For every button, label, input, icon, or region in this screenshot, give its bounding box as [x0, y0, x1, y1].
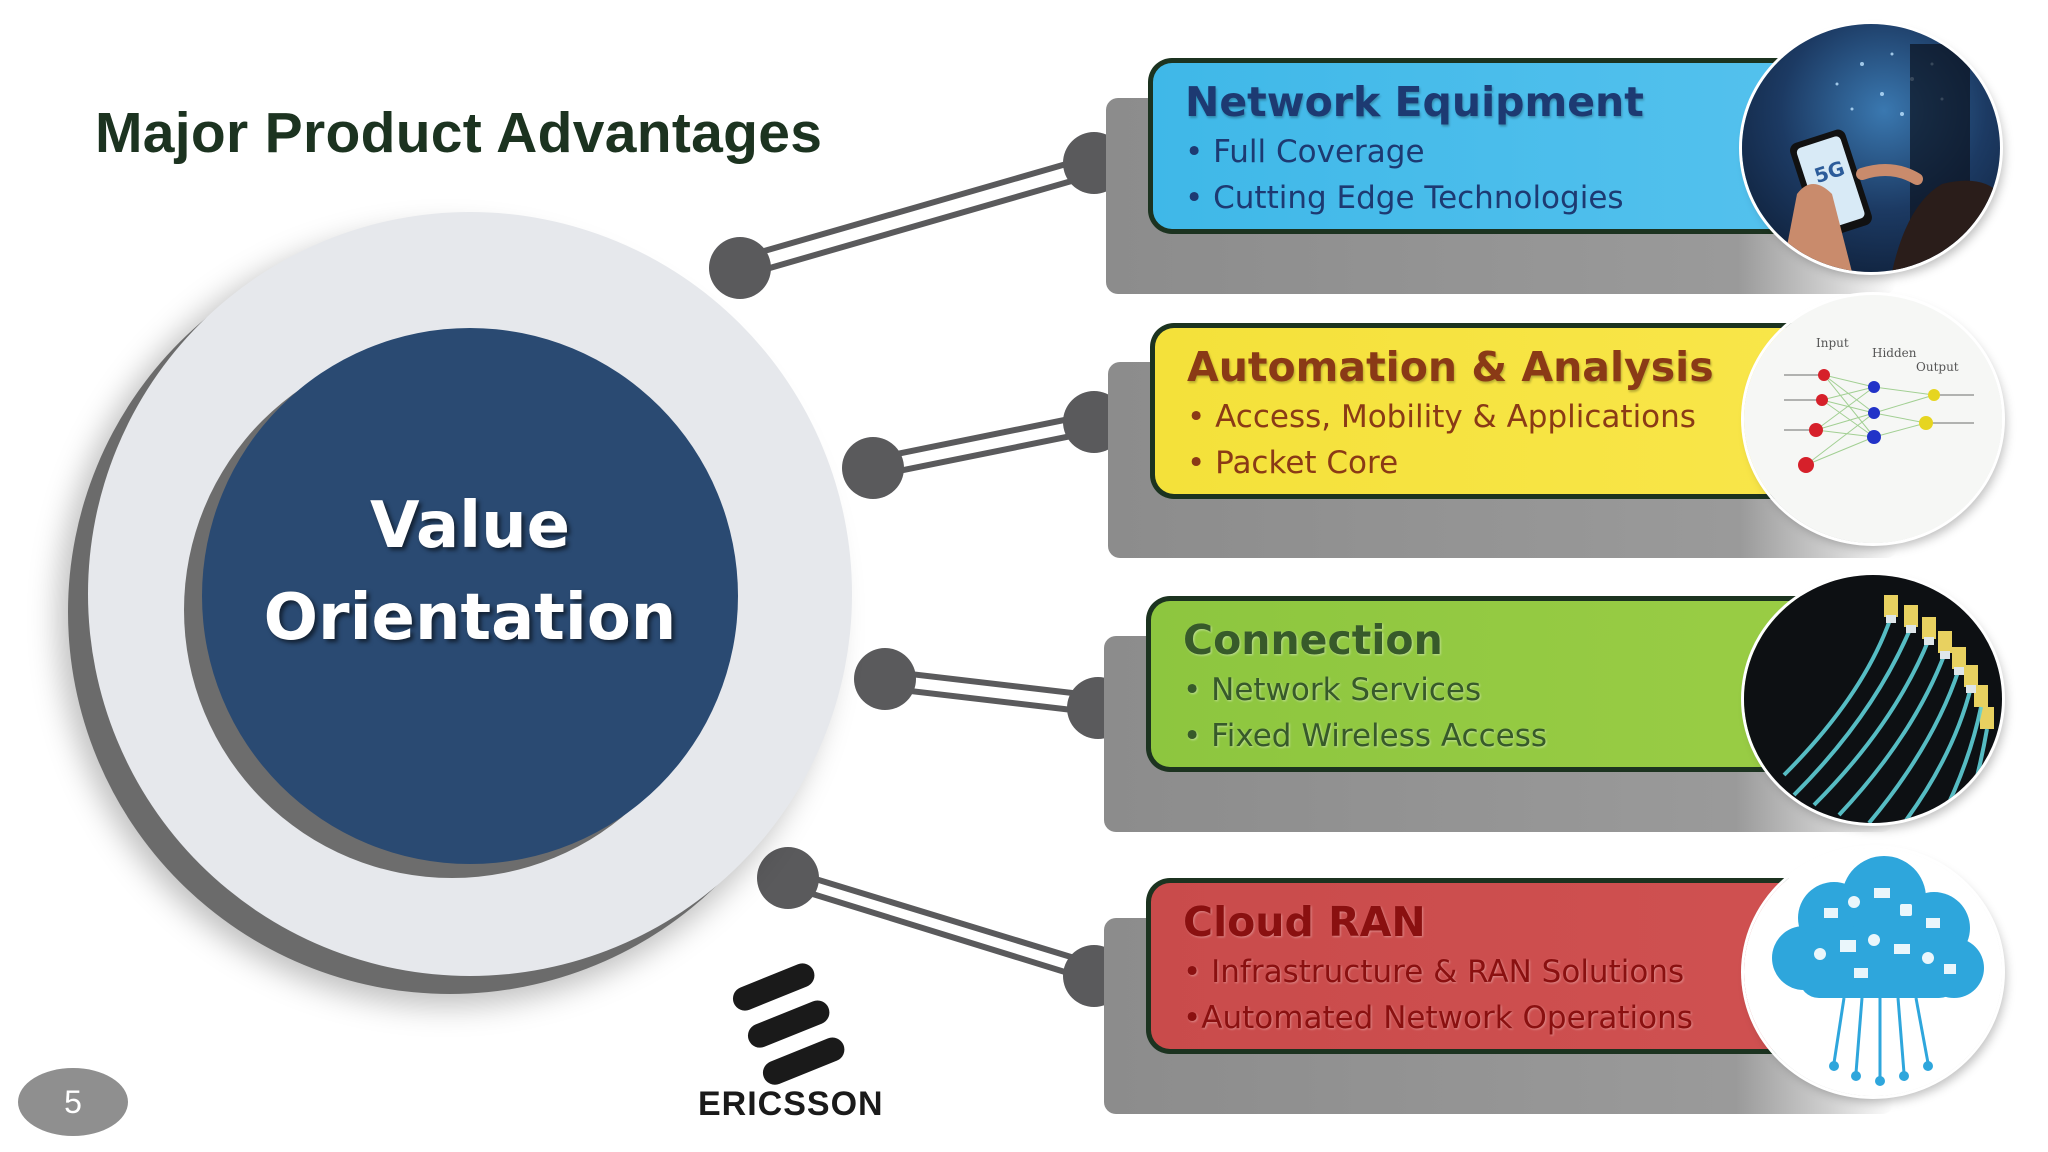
- panel-bullet: • Cutting Edge Technologies: [1185, 180, 1624, 216]
- panel-bullet: • Fixed Wireless Access: [1183, 718, 1548, 754]
- panel-title: Automation & Analysis: [1187, 343, 1714, 391]
- value-orientation-circle: [202, 328, 738, 864]
- panel-network-equipment: Network Equipment • Full Coverage • Cutt…: [1148, 58, 1836, 234]
- value-line-2: Orientation: [263, 581, 677, 655]
- panel-bullet: • Infrastructure & RAN Solutions: [1183, 954, 1685, 990]
- value-line-1: Value: [369, 489, 571, 563]
- ericsson-wordmark: ERICSSON: [698, 1085, 884, 1123]
- panel-automation-analysis: Automation & Analysis • Access, Mobility…: [1150, 323, 1838, 499]
- panel-bullet: • Packet Core: [1187, 445, 1399, 481]
- nn-label: Output: [1916, 360, 1959, 374]
- panel-cloud-ran: Cloud RAN • Infrastructure & RAN Solutio…: [1146, 878, 1834, 1054]
- connector-2: [842, 391, 1125, 499]
- nn-label: Input: [1816, 336, 1849, 350]
- panel-bullet: • Network Services: [1183, 672, 1482, 708]
- connector-1: [709, 132, 1125, 299]
- nn-label: Hidden: [1872, 346, 1917, 360]
- ericsson-logo-icon: [732, 963, 845, 1085]
- panel-bullet: •Automated Network Operations: [1183, 1000, 1693, 1036]
- panel-bullet: • Full Coverage: [1185, 134, 1425, 170]
- panel-title: Connection: [1183, 616, 1443, 664]
- connector-3: [854, 648, 1129, 739]
- panel-title: Cloud RAN: [1183, 898, 1426, 946]
- 5g-smartphone-photo: 5G: [1742, 24, 2000, 272]
- page-number: 5: [18, 1068, 128, 1136]
- panel-connection: Connection • Network Services • Fixed Wi…: [1146, 596, 1834, 772]
- panel-title: Network Equipment: [1185, 78, 1644, 126]
- network-cables-photo: [1744, 575, 2002, 823]
- slide-title: Major Product Advantages: [95, 101, 823, 165]
- panel-bullet: • Access, Mobility & Applications: [1187, 399, 1696, 435]
- neural-network-diagram: Input Hidden Output: [1744, 295, 2002, 543]
- cloud-icons-illustration: [1744, 848, 2002, 1096]
- value-orientation-label: Value Orientation: [202, 480, 738, 664]
